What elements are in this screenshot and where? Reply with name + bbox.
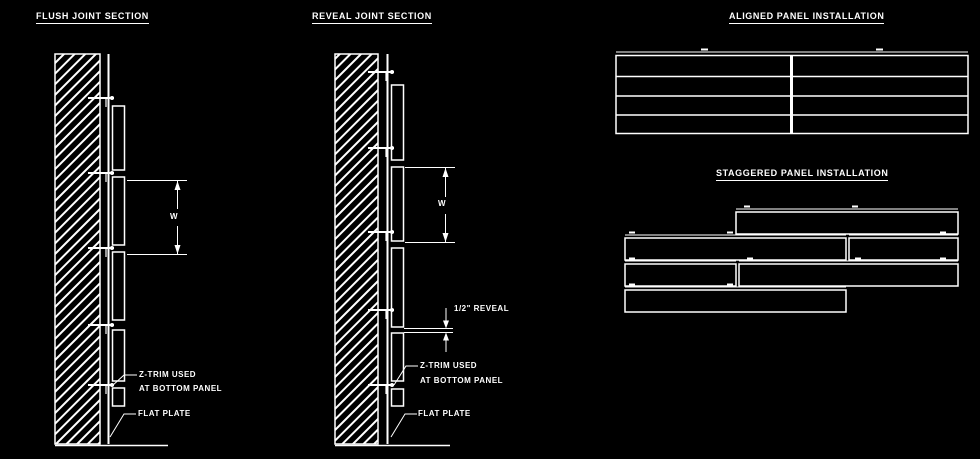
arrowhead xyxy=(442,233,449,242)
panel-rect xyxy=(390,247,405,328)
dimension-w xyxy=(405,167,455,243)
joint-clip xyxy=(88,246,114,257)
panel-rect xyxy=(111,176,126,246)
staggered-panel xyxy=(624,257,737,287)
trim-clip-tick xyxy=(940,231,946,234)
joint-clip xyxy=(88,383,114,394)
flush-z-trim-label-line1: Z-TRIM USED xyxy=(139,370,197,379)
panel-rect xyxy=(390,388,405,407)
reveal-flat-plate-label: FLAT PLATE xyxy=(418,409,471,418)
reveal-z-trim-label-line1: Z-TRIM USED xyxy=(420,361,478,370)
aligned-panel-drawing xyxy=(615,48,969,135)
trim-clip-tick xyxy=(747,257,753,260)
dimension-reveal xyxy=(404,308,453,352)
trim-clip-tick xyxy=(727,283,733,286)
panel-rect xyxy=(111,105,126,171)
flush-joint-drawing xyxy=(54,53,187,447)
reveal-dimension-w-label: W xyxy=(438,199,447,208)
trim-clip-tick xyxy=(629,257,635,260)
dimension-w xyxy=(127,180,187,255)
flush-flat-plate-label: FLAT PLATE xyxy=(138,409,191,418)
reveal-z-trim-label-line2: AT BOTTOM PANEL xyxy=(420,376,504,385)
staggered-panel xyxy=(624,231,847,261)
wall-hatch xyxy=(334,53,379,445)
joint-clip xyxy=(88,323,114,334)
z-trim-leader xyxy=(393,365,418,386)
arrowhead xyxy=(442,168,449,177)
joint-clip xyxy=(88,96,114,107)
staggered-panel xyxy=(624,283,847,313)
arrowhead xyxy=(174,181,181,190)
reveal-half-inch-reveal-label: 1/2" REVEAL xyxy=(454,304,510,313)
arrowhead xyxy=(443,320,449,329)
joint-clip xyxy=(368,383,394,394)
joint-clip xyxy=(368,230,394,241)
staggered-panel-drawing xyxy=(624,205,959,313)
flush-z-trim-label-line2: AT BOTTOM PANEL xyxy=(139,384,223,393)
z-trim-leader xyxy=(111,374,137,387)
flush-dimension-w-label: W xyxy=(170,212,179,221)
panel-rect xyxy=(111,251,126,321)
panel-rect xyxy=(111,329,126,382)
arrowhead xyxy=(443,332,449,341)
trim-clip-tick xyxy=(744,205,750,208)
staggered-panel xyxy=(735,205,959,235)
trim-clip-tick xyxy=(876,48,883,51)
trim-clip-tick xyxy=(855,257,861,260)
trim-clip-tick xyxy=(629,231,635,234)
trim-clip-tick xyxy=(727,231,733,234)
flat-plate-leader xyxy=(109,413,136,438)
joint-clip xyxy=(368,308,394,319)
panel-rect xyxy=(390,84,405,161)
reveal-joint-section-title: REVEAL JOINT SECTION xyxy=(312,12,432,24)
aligned-panel-installation-title: ALIGNED PANEL INSTALLATION xyxy=(729,12,885,24)
panel-rect xyxy=(390,332,405,382)
trim-clip-tick xyxy=(701,48,708,51)
arrowhead xyxy=(174,245,181,254)
staggered-panel xyxy=(738,257,959,287)
panel-rect xyxy=(111,387,126,407)
joint-clip xyxy=(368,70,394,81)
flush-joint-section-title: FLUSH JOINT SECTION xyxy=(36,12,149,24)
staggered-panel xyxy=(848,231,959,261)
staggered-panel-installation-title: STAGGERED PANEL INSTALLATION xyxy=(716,169,889,181)
reveal-joint-drawing xyxy=(334,53,455,447)
trim-clip-tick xyxy=(629,283,635,286)
joint-clip xyxy=(368,146,394,157)
trim-clip-tick xyxy=(852,205,858,208)
joint-clip xyxy=(88,171,114,182)
panel-rect xyxy=(390,166,405,242)
flat-plate-leader xyxy=(390,413,417,438)
trim-clip-tick xyxy=(940,257,946,260)
